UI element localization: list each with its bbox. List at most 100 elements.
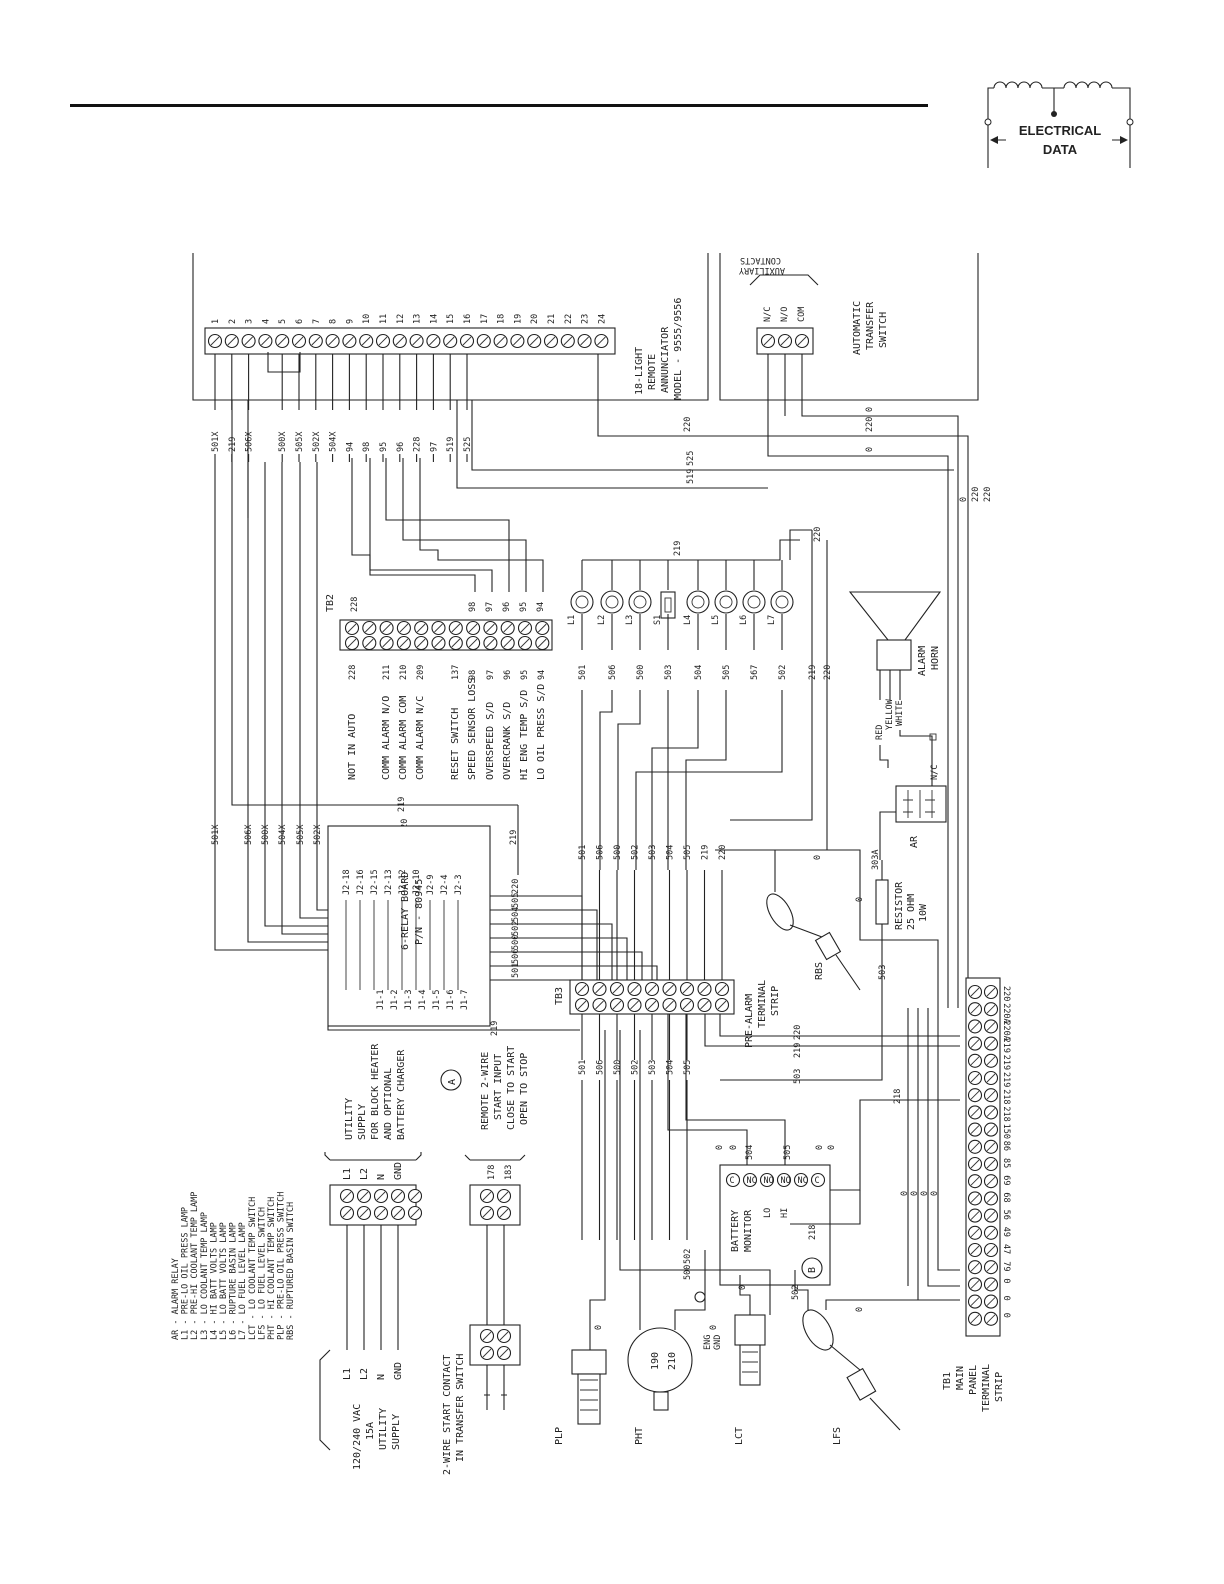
tb3-top-wire-504: 504 — [666, 845, 676, 860]
tb1-screw-b-3 — [983, 1036, 999, 1051]
bm-wire-0b: 0 — [729, 1145, 739, 1150]
trunk-label-220b: 220 — [983, 487, 993, 502]
bm-wire-0c: 0 — [815, 1145, 825, 1150]
relay-board-pin-J1-1: J1-1 — [376, 990, 386, 1010]
relay-board-right-wire-506-5: 506 — [511, 949, 521, 964]
resistor-wire-303a: 303A — [871, 850, 881, 870]
tb2-top-95: 95 — [519, 602, 529, 612]
logo-line1: ELECTRICAL — [1019, 123, 1101, 138]
utility-right-term-GND: GND — [393, 1162, 404, 1180]
alarm-relay-ar: AR — [879, 785, 947, 860]
lamp-wire-505-5: 505 — [722, 665, 732, 680]
tw2-screw-top-0 — [479, 1328, 495, 1344]
tb1-screw-a-2 — [967, 1019, 983, 1034]
relay-board-right-wire-502-3: 502 — [511, 921, 521, 936]
tb2-row-num-211: 211 — [382, 665, 392, 680]
tb1-screw-a-13 — [967, 1208, 983, 1223]
trunk-wire-525: 525 — [686, 451, 696, 466]
tb2-screw-bot-5 — [431, 635, 446, 651]
lct-name: LCT — [734, 1427, 745, 1445]
utility-marker: A — [447, 1079, 458, 1085]
annunciator-wire-94: 94 — [345, 442, 355, 452]
tb3-screw-top-1 — [592, 981, 607, 997]
annunciator-terminal-23 — [577, 333, 592, 349]
annunciator-wire-97: 97 — [429, 442, 439, 452]
tb3-name: TB3 — [554, 987, 565, 1005]
lamp-name-L3: L3 — [625, 615, 635, 625]
utility-screw-bot-4 — [407, 1205, 423, 1221]
tb3-top-wire-219: 219 — [701, 845, 711, 860]
tb1-screw-b-9 — [983, 1139, 999, 1154]
lamp-bus-220: 220 — [813, 527, 823, 542]
lamp-name-S1: S1 — [653, 615, 663, 625]
rbs-name: RBS — [814, 962, 825, 980]
tw-screw-top-1 — [496, 1188, 512, 1204]
bm-sub-lo: LO — [763, 1208, 773, 1218]
annunciator-terminal-4 — [258, 333, 273, 349]
lamp-wire-219-8: 219 — [808, 665, 818, 680]
tb1-screw-a-1 — [967, 1002, 983, 1017]
annunciator-terminal-11 — [375, 333, 391, 349]
tb3-bottom-wire-500: 500 — [613, 1060, 623, 1075]
ats-contacts-title-1: AUXILIARY — [739, 265, 785, 275]
tw-term-183: 183 — [504, 1165, 514, 1180]
tb2-screw-bot-2 — [379, 635, 394, 651]
tb3-title-3: STRIP — [770, 986, 781, 1016]
ats-contact-no: N/O — [780, 307, 790, 322]
tb3-title-1: PRE-ALARM — [744, 994, 755, 1048]
annunciator-wire-96: 96 — [396, 442, 406, 452]
tb2-screw-bot-7 — [466, 635, 481, 651]
annunciator-terminal-label-15: 15 — [446, 314, 456, 324]
relay-board-pin-J1-4: J1-4 — [418, 990, 428, 1010]
annunciator-terminal-label-23: 23 — [581, 314, 591, 324]
tb1-terminal-0-17: 0 — [1001, 1278, 1011, 1283]
annunciator-terminal-10 — [359, 333, 374, 349]
tb2-screw-top-11 — [535, 620, 550, 636]
bm-wire-0a: 0 — [715, 1145, 725, 1150]
tb3-screw-top-6 — [679, 981, 695, 997]
bm-terminal-NC-1: NC — [747, 1176, 757, 1186]
annunciator-terminal-label-2: 2 — [228, 319, 238, 324]
tb1-screw-a-15 — [967, 1242, 983, 1258]
trunk-wire-220b: 220 — [683, 417, 693, 432]
legend-item-12: RBS - RUPTURED BASIN SWITCH — [286, 1202, 296, 1340]
annunciator-wire-500X: 500X — [278, 431, 288, 452]
tb2-screw-top-9 — [500, 620, 515, 636]
tb1-screw-b-8 — [983, 1122, 999, 1137]
tb1-screw-b-10 — [983, 1156, 999, 1172]
tb3-screw-top-5 — [662, 981, 677, 997]
annunciator-wire-219: 219 — [228, 437, 238, 452]
relay-board-right-wire-501-6: 501 — [511, 963, 521, 978]
utility-screw-bot-2 — [373, 1205, 389, 1221]
relay-board-bottom-219: 219 — [490, 1021, 500, 1036]
legend-item-4: L4 - HI BATT VOLTS LAMP — [209, 1222, 219, 1340]
side-wire-500X: 500X — [261, 824, 271, 845]
trunk-label-220a: 220 — [971, 487, 981, 502]
relay-board-pin-J1-3: J1-3 — [404, 990, 414, 1010]
automatic-transfer-switch: AUXILIARY CONTACTS N/C N/O COM AUTOMATIC… — [719, 253, 979, 401]
tb1-terminal-68-12: 68 — [1001, 1192, 1011, 1202]
ats-terminal-COM — [794, 333, 810, 349]
legend-item-2: L2 - PRE-HI COOLANT TEMP LAMP — [190, 1192, 200, 1340]
annunciator-terminal-14 — [426, 333, 441, 349]
legend-item-8: LCT - LO COOLANT TEMP SWITCH — [248, 1197, 258, 1340]
annunciator-terminal-12 — [392, 333, 407, 349]
relay-board-pin-J2-16: J2-16 — [356, 869, 366, 895]
annunciator-wire-95: 95 — [379, 442, 389, 452]
horn-title-2: HORN — [930, 646, 941, 670]
trunk-label-0: 0 — [959, 497, 969, 502]
tb3-title-2: TERMINAL — [757, 980, 768, 1028]
tb3-top-wire-503: 503 — [648, 845, 658, 860]
tb1-terminal-0-18: 0 — [1001, 1296, 1011, 1301]
tb1-wire-218: 218 — [893, 1089, 903, 1104]
relay-ar-name: AR — [909, 835, 920, 848]
tb1-screw-a-11 — [967, 1174, 983, 1189]
resistor-wire-0: 0 — [855, 897, 865, 902]
annunciator-terminal-label-10: 10 — [362, 314, 372, 324]
utility-right-term-N: N — [376, 1174, 387, 1180]
